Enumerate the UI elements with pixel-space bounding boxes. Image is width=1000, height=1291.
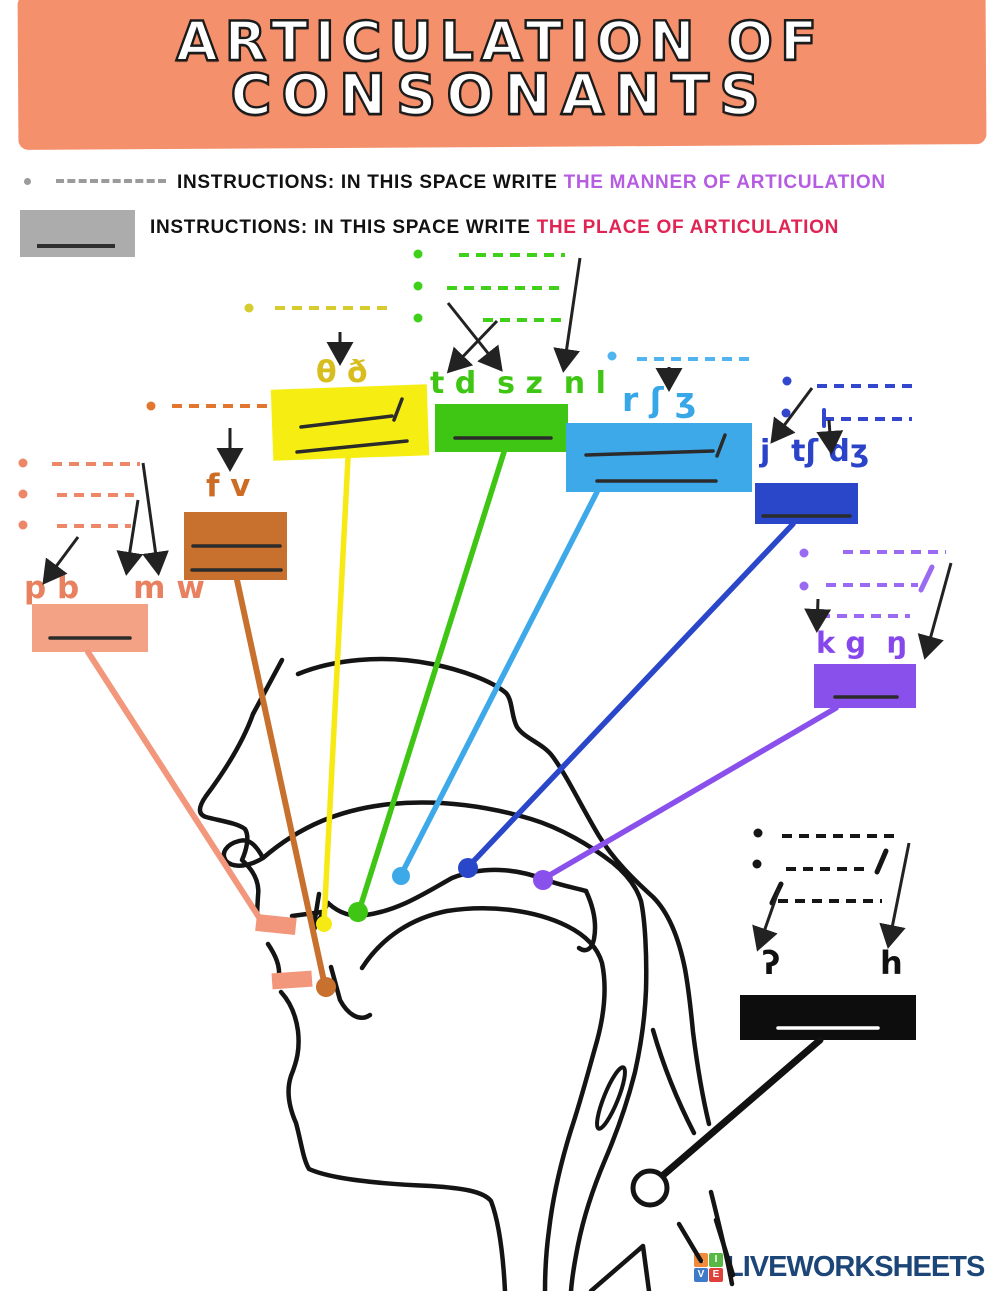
place-box-postalveolar[interactable] [566, 423, 752, 492]
liveworksheets-logo: L I V E LIVEWORKSHEETS [694, 1251, 985, 1284]
upper-lip-marker [255, 913, 297, 936]
bullet-bilabial-1 [18, 458, 28, 468]
chin-jaw-outline [278, 989, 508, 1291]
letters-bilabial: p b m w [24, 570, 205, 606]
letters-palatal: j tʃ dʒ [760, 434, 870, 469]
bullet-bilabial-3 [18, 520, 28, 530]
arrow-to-j [770, 387, 814, 444]
place-box-glottal[interactable] [740, 995, 916, 1040]
bullet-palatal-2 [781, 408, 791, 418]
articulation-dots [316, 858, 553, 997]
mouth-slit [289, 909, 325, 919]
face-nose-outline [197, 711, 261, 917]
epiglottis [595, 1065, 627, 1131]
tongue-curve [359, 906, 607, 1291]
bullet-palatal-1 [782, 376, 792, 386]
place-box-palatal[interactable] [755, 483, 858, 524]
letters-velar: k g ŋ [816, 626, 907, 660]
bullet-labiodental [146, 401, 156, 411]
bullet-dental [244, 303, 254, 313]
dot-labiodental [316, 977, 336, 997]
bullet-bilabial-2 [18, 489, 28, 499]
slash-glottal-1 [874, 848, 889, 875]
place-box-bilabial[interactable] [32, 604, 148, 652]
manner-highlight: THE MANNER OF ARTICULATION [563, 172, 886, 193]
palate-curve [325, 867, 589, 918]
connector-velar [540, 705, 839, 882]
manner-legend-dashed-line [56, 179, 166, 183]
logo-tile-i: I [709, 1253, 723, 1267]
instruction-prefix-1: INSTRUCTIONS: IN THIS SPACE WRITE [177, 172, 564, 193]
bullet-glottal-2 [752, 859, 762, 869]
arrow-to-w [141, 462, 169, 576]
nasal-floor-pharynx-line [221, 800, 649, 1291]
slash-velar [918, 564, 935, 593]
letters-postalveolar: r ʃ ʒ [622, 380, 697, 419]
dot-postalveolar [392, 867, 410, 885]
connector-dental [321, 455, 351, 925]
bullet-alveolar-2 [413, 281, 423, 291]
spine-line-upper [650, 1027, 697, 1136]
bullet-alveolar-3 [413, 313, 423, 323]
collar-line [588, 1243, 652, 1291]
head-outline [197, 656, 736, 1291]
arrow-to-sz [446, 302, 503, 372]
connector-alveolar [356, 449, 507, 914]
logo-tile-l: L [694, 1253, 708, 1267]
page-title-line-2: CONSONANTS [229, 62, 770, 129]
blank-bullets [18, 249, 809, 869]
place-box-alveolar[interactable] [435, 404, 568, 452]
instruction-prefix-2: INSTRUCTIONS: IN THIS SPACE WRITE [150, 217, 537, 238]
logo-tile-v: V [694, 1268, 708, 1282]
letters-alveolar: t d s z n l [430, 366, 606, 401]
place-highlight: THE PLACE OF ARTICULATION [536, 217, 840, 238]
place-box-velar[interactable] [814, 664, 916, 708]
logo-text: LIVEWORKSHEETS [726, 1251, 985, 1283]
arrow-to-td [446, 319, 499, 374]
connector-palatal [465, 521, 796, 870]
larynx-circle [630, 1168, 670, 1208]
manner-legend-dot [24, 178, 31, 185]
instruction-row-manner: INSTRUCTIONS: IN THIS SPACE WRITE THE MA… [177, 172, 886, 194]
logo-tiles: L I V E [694, 1253, 723, 1282]
page-title-line-1: ARTICULATION OF [175, 9, 824, 74]
letters-labiodental: f v [206, 468, 251, 504]
upper-teeth [310, 891, 331, 934]
arrow-to-m [116, 499, 144, 576]
bullet-postalveolar [607, 351, 617, 361]
connector-bilabial [85, 649, 265, 925]
arrow-to-nl [553, 257, 582, 373]
place-legend-box [20, 210, 135, 257]
arrow-to-ng [917, 562, 953, 660]
dot-palatal [458, 858, 478, 878]
arrow-to-kg [804, 598, 832, 633]
logo-tile-e: E [709, 1268, 723, 1282]
letters-glottal-h: h [880, 944, 903, 982]
bullet-glottal-1 [753, 828, 763, 838]
lower-lip-outline [265, 941, 282, 980]
lower-teeth [328, 964, 373, 1020]
connector-postalveolar [398, 489, 600, 878]
slash-glottal-2 [769, 881, 784, 906]
connector-labiodental [234, 577, 328, 989]
lower-lip-marker [271, 970, 313, 990]
letters-dental: θ ð [316, 355, 368, 390]
bullet-velar-1 [799, 548, 809, 558]
dot-dental [316, 916, 332, 932]
dot-alveolar [348, 902, 368, 922]
skull-outline [295, 656, 712, 1127]
arrow-to-glottal-stop [752, 888, 781, 952]
instruction-row-place: INSTRUCTIONS: IN THIS SPACE WRITE THE PL… [150, 217, 839, 239]
place-box-dental[interactable] [270, 384, 430, 461]
connector-glottal [657, 1036, 824, 1181]
dot-velar [533, 870, 553, 890]
nose-bridge-line [250, 657, 285, 717]
arrow-to-h [879, 842, 911, 949]
uvula [576, 888, 598, 953]
bullet-velar-2 [799, 581, 809, 591]
letters-glottal-stop: ʔ [762, 944, 781, 982]
place-legend-write-line [37, 244, 115, 248]
bullet-alveolar-1 [413, 249, 423, 259]
